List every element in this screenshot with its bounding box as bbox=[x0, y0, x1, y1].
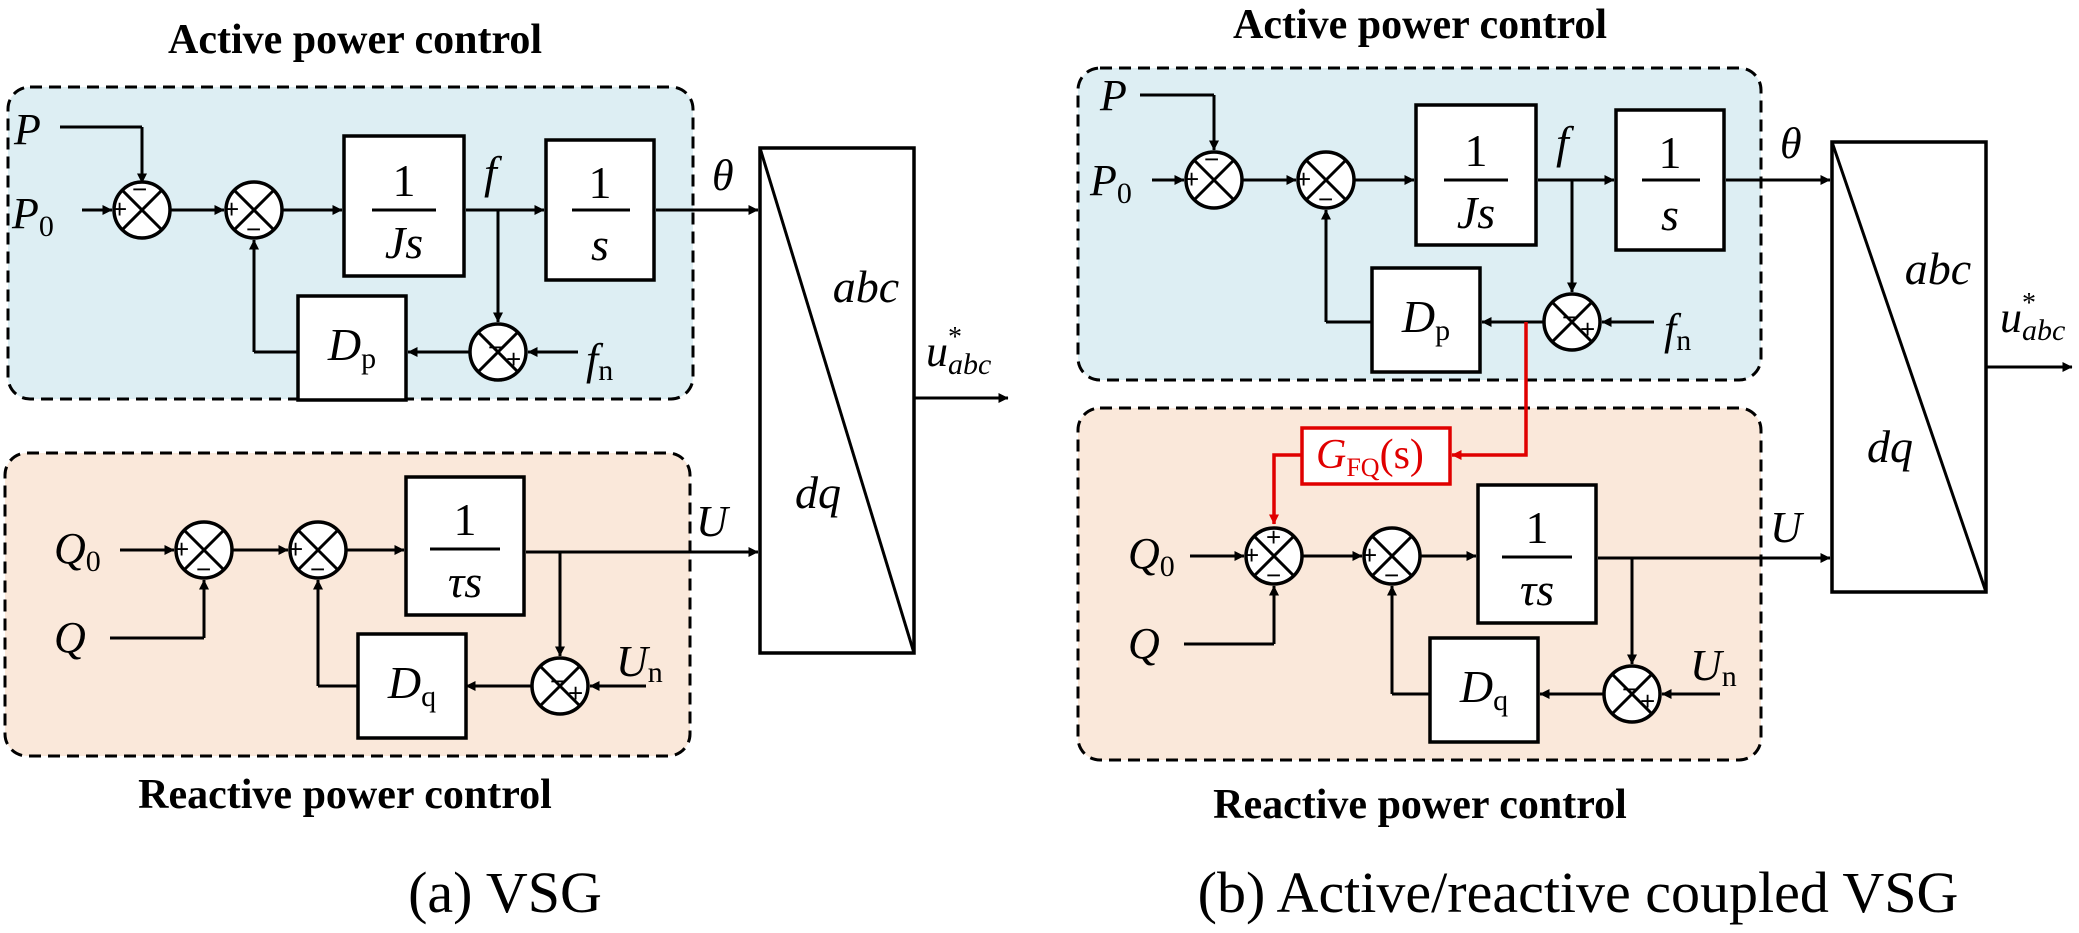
svg-text:+: + bbox=[1640, 686, 1655, 716]
svg-text:+: + bbox=[288, 534, 303, 564]
coupling-GFQ-block: GFQ(s) bbox=[1300, 426, 1452, 486]
svg-text:1: 1 bbox=[393, 155, 416, 206]
inertia-block: 1 Js bbox=[342, 134, 466, 278]
svg-text:Dq: Dq bbox=[1459, 661, 1508, 717]
signal-Q-b: Q bbox=[1128, 619, 1160, 668]
output-u-abc: u*abc bbox=[926, 322, 991, 381]
svg-text:τs: τs bbox=[448, 556, 482, 607]
svg-text:−: − bbox=[310, 554, 325, 584]
svg-text:−: − bbox=[196, 554, 211, 584]
active-power-title: Active power control bbox=[168, 17, 542, 63]
output-u-abc-b: u*abc bbox=[2000, 288, 2065, 347]
signal-theta-b: θ bbox=[1780, 119, 1802, 168]
svg-text:1: 1 bbox=[1659, 127, 1682, 178]
svg-text:+: + bbox=[506, 344, 521, 374]
summing-junction-5b: + − bbox=[1362, 526, 1422, 590]
panel-a: Active power control Reactive power cont… bbox=[3, 17, 1009, 925]
svg-text:s: s bbox=[591, 219, 609, 270]
dq-abc-transform-block-b: abc dq bbox=[1830, 140, 1988, 594]
svg-text:1: 1 bbox=[1465, 125, 1488, 176]
svg-text:s: s bbox=[1661, 189, 1679, 240]
svg-text:dq: dq bbox=[1867, 421, 1913, 472]
signal-Q: Q bbox=[54, 613, 86, 662]
svg-text:abc: abc bbox=[833, 261, 899, 312]
damping-Dq-block-b: Dq bbox=[1428, 636, 1540, 744]
signal-Q0-b: Q0 bbox=[1128, 529, 1175, 583]
damping-Dp-block-b: Dp bbox=[1370, 266, 1482, 374]
svg-text:+: + bbox=[1362, 540, 1377, 570]
integrator-block: 1 s bbox=[544, 138, 656, 282]
dq-abc-transform-block: abc dq bbox=[758, 146, 916, 655]
svg-text:+: + bbox=[1266, 522, 1281, 552]
svg-text:−: − bbox=[1622, 674, 1637, 704]
svg-text:Dq: Dq bbox=[387, 657, 436, 713]
svg-text:−: − bbox=[1266, 560, 1281, 590]
svg-text:Js: Js bbox=[385, 217, 423, 268]
reactive-power-title-b: Reactive power control bbox=[1213, 782, 1627, 828]
summing-junction-3: − + bbox=[468, 322, 528, 382]
svg-text:−: − bbox=[1204, 144, 1219, 174]
svg-text:GFQ(s): GFQ(s) bbox=[1316, 432, 1424, 482]
integrator-block-b: 1 s bbox=[1614, 108, 1726, 252]
caption-b: (b) Active/reactive coupled VSG bbox=[1198, 860, 1959, 925]
svg-text:Dp: Dp bbox=[1401, 291, 1450, 347]
tau-block-b: 1 τs bbox=[1476, 483, 1598, 625]
svg-text:1: 1 bbox=[589, 157, 612, 208]
svg-text:+: + bbox=[568, 678, 583, 708]
svg-text:abc: abc bbox=[1905, 243, 1971, 294]
svg-text:Dp: Dp bbox=[327, 319, 376, 375]
svg-text:−: − bbox=[246, 214, 261, 244]
svg-text:τs: τs bbox=[1520, 564, 1554, 615]
signal-P: P bbox=[13, 105, 41, 154]
signal-P0-b: P0 bbox=[1089, 156, 1132, 210]
damping-Dq-block: Dq bbox=[356, 632, 468, 740]
signal-U-b: U bbox=[1770, 503, 1805, 552]
panel-b: Active power control Reactive power cont… bbox=[1076, 2, 2073, 925]
svg-text:−: − bbox=[488, 332, 503, 362]
svg-text:+: + bbox=[1184, 164, 1199, 194]
svg-text:−: − bbox=[1562, 302, 1577, 332]
reactive-power-title: Reactive power control bbox=[138, 772, 552, 818]
summing-junction-3b: − + bbox=[1542, 292, 1602, 352]
reactive-power-region bbox=[3, 451, 692, 758]
signal-P0: P0 bbox=[11, 189, 54, 243]
svg-text:1: 1 bbox=[1526, 502, 1549, 553]
signal-U: U bbox=[696, 497, 731, 546]
summing-junction-2: + − bbox=[224, 180, 284, 244]
summing-junction-4: + − bbox=[174, 520, 234, 584]
svg-text:+: + bbox=[1580, 314, 1595, 344]
svg-text:−: − bbox=[132, 174, 147, 204]
summing-junction-6: − + bbox=[530, 656, 590, 716]
signal-P-b: P bbox=[1099, 71, 1127, 120]
caption-a: (a) VSG bbox=[408, 860, 602, 925]
summing-junction-1: + − bbox=[112, 174, 172, 240]
summing-junction-6b: − + bbox=[1602, 664, 1662, 724]
signal-Un-b: Un bbox=[1690, 641, 1737, 693]
signal-theta: θ bbox=[712, 151, 734, 200]
inertia-block-b: 1 Js bbox=[1414, 103, 1538, 247]
svg-text:−: − bbox=[1318, 184, 1333, 214]
tau-block: 1 τs bbox=[404, 475, 526, 617]
svg-text:+: + bbox=[112, 194, 127, 224]
svg-text:Js: Js bbox=[1457, 187, 1495, 238]
signal-Un: Un bbox=[616, 637, 663, 689]
svg-text:1: 1 bbox=[454, 494, 477, 545]
svg-text:+: + bbox=[1244, 540, 1259, 570]
active-power-title-b: Active power control bbox=[1233, 2, 1607, 48]
svg-text:−: − bbox=[550, 666, 565, 696]
svg-text:+: + bbox=[1296, 164, 1311, 194]
svg-text:dq: dq bbox=[795, 467, 841, 518]
svg-text:+: + bbox=[174, 534, 189, 564]
svg-text:−: − bbox=[1384, 560, 1399, 590]
svg-text:+: + bbox=[224, 194, 239, 224]
summing-junction-2b: + − bbox=[1296, 150, 1356, 214]
damping-Dp-block: Dp bbox=[296, 294, 408, 402]
signal-Q0: Q0 bbox=[54, 524, 101, 578]
